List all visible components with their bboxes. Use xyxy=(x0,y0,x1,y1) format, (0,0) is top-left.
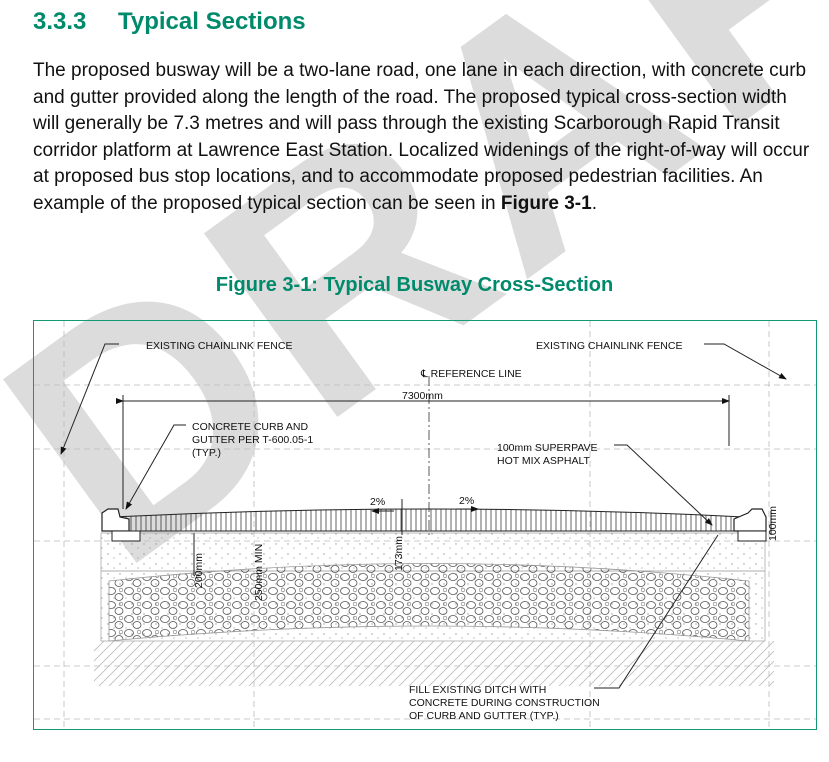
asphalt-surface xyxy=(113,508,745,532)
curb-label-1: CONCRETE CURB AND xyxy=(192,421,309,433)
body-paragraph: The proposed busway will be a two-lane r… xyxy=(33,58,813,218)
cross-section-figure: EXISTING CHAINLINK FENCE EXISTING CHAINL… xyxy=(33,320,817,730)
granular-base xyxy=(100,532,766,572)
figure-reference-link: Figure 3-1 xyxy=(500,192,592,214)
ditch-label-3: OF CURB AND GUTTER (TYP.) xyxy=(409,710,559,722)
depth-100-label: 100mm xyxy=(767,506,779,541)
asphalt-label-1: 100mm SUPERPAVE xyxy=(497,442,598,454)
fence-left-label: EXISTING CHAINLINK FENCE xyxy=(146,340,292,352)
ditch-label-2: CONCRETE DURING CONSTRUCTION xyxy=(409,697,600,709)
slope-left-label: 2% xyxy=(370,496,385,508)
reference-line-label: ℄ REFERENCE LINE xyxy=(420,368,522,380)
curb-label-3: (TYP.) xyxy=(192,447,221,459)
figure-caption: Figure 3-1: Typical Busway Cross-Section xyxy=(215,274,614,296)
depth-250-label: 250mm MIN xyxy=(253,544,265,601)
native-ground xyxy=(94,641,774,686)
section-number: 3.3.3 xyxy=(33,8,87,35)
fence-right-label: EXISTING CHAINLINK FENCE xyxy=(536,340,682,352)
curb-right xyxy=(733,508,767,532)
curb-label-2: GUTTER PER T-600.05-1 xyxy=(192,434,313,446)
width-label: 7300mm xyxy=(402,390,443,402)
depth-200-label: 200mm xyxy=(193,553,205,588)
ditch-label-1: FILL EXISTING DITCH WITH xyxy=(409,684,546,696)
depth-173-label: 173mm xyxy=(393,536,405,571)
asphalt-label-2: HOT MIX ASPHALT xyxy=(497,455,591,467)
paragraph-text: The proposed busway will be a two-lane r… xyxy=(33,60,810,214)
paragraph-end: . xyxy=(591,192,597,214)
slope-right-label: 2% xyxy=(459,495,474,507)
section-title: Typical Sections xyxy=(118,8,306,35)
curb-left xyxy=(101,508,130,532)
cross-section-drawing: EXISTING CHAINLINK FENCE EXISTING CHAINL… xyxy=(34,321,816,729)
section-heading: 3.3.3 Typical Sections xyxy=(33,8,306,36)
